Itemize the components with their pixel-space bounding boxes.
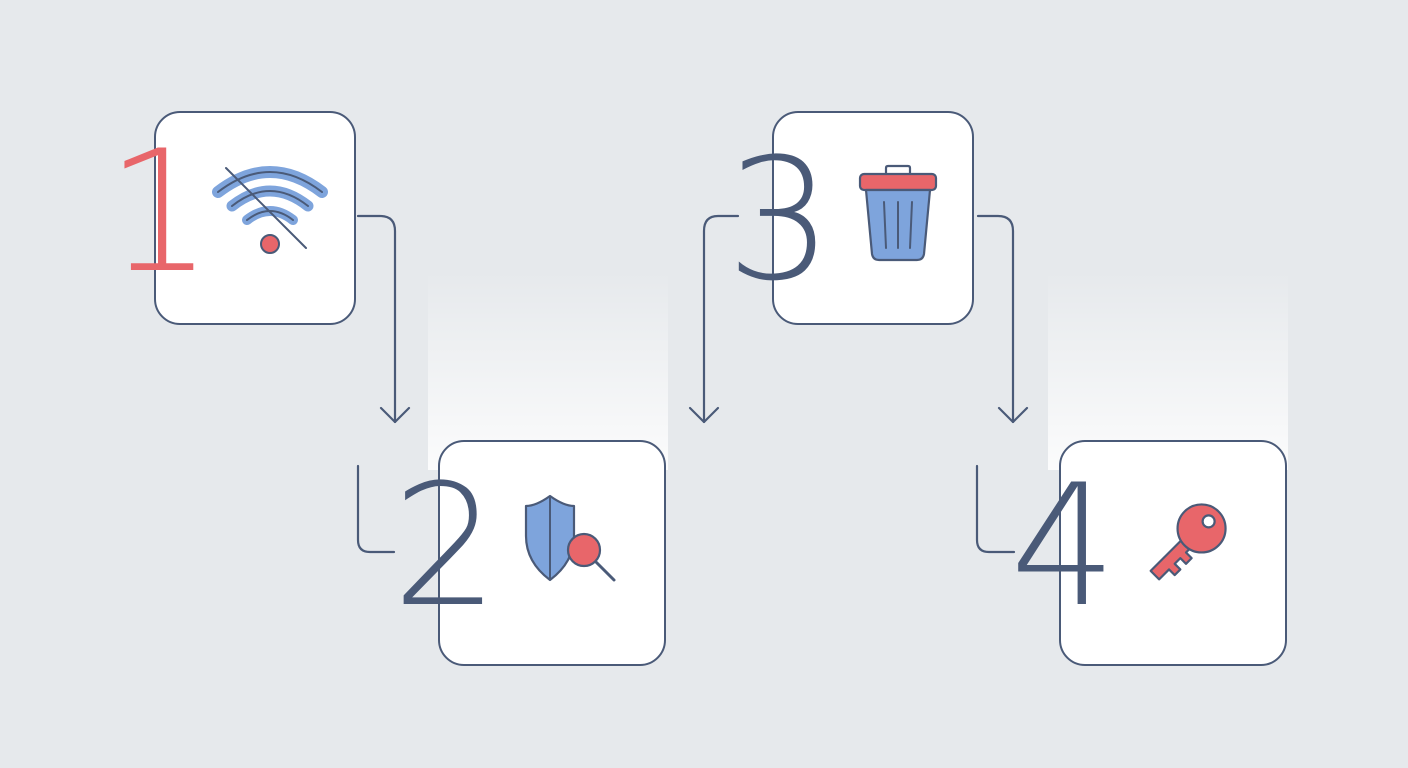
connector-1-to-2 (356, 214, 397, 424)
wifi-off-icon (212, 160, 328, 261)
connector-bracket-2 (356, 464, 396, 554)
shield-search-icon (516, 492, 620, 593)
arrowhead (997, 406, 1029, 424)
arrowhead (688, 406, 720, 424)
connector-bracket-4 (975, 464, 1016, 554)
trash-icon (856, 164, 940, 269)
step-number-1: 1 (106, 114, 213, 310)
step-number-3: 3 (726, 122, 833, 318)
connector-3-to-4 (976, 214, 1015, 424)
key-icon (1136, 496, 1236, 597)
connector-2-to-3 (702, 214, 740, 424)
highlight-glow (1048, 270, 1288, 470)
arrowhead (379, 406, 411, 424)
highlight-glow (428, 270, 668, 470)
step-number-4: 4 (1010, 448, 1117, 644)
step-number-2: 2 (392, 448, 499, 644)
